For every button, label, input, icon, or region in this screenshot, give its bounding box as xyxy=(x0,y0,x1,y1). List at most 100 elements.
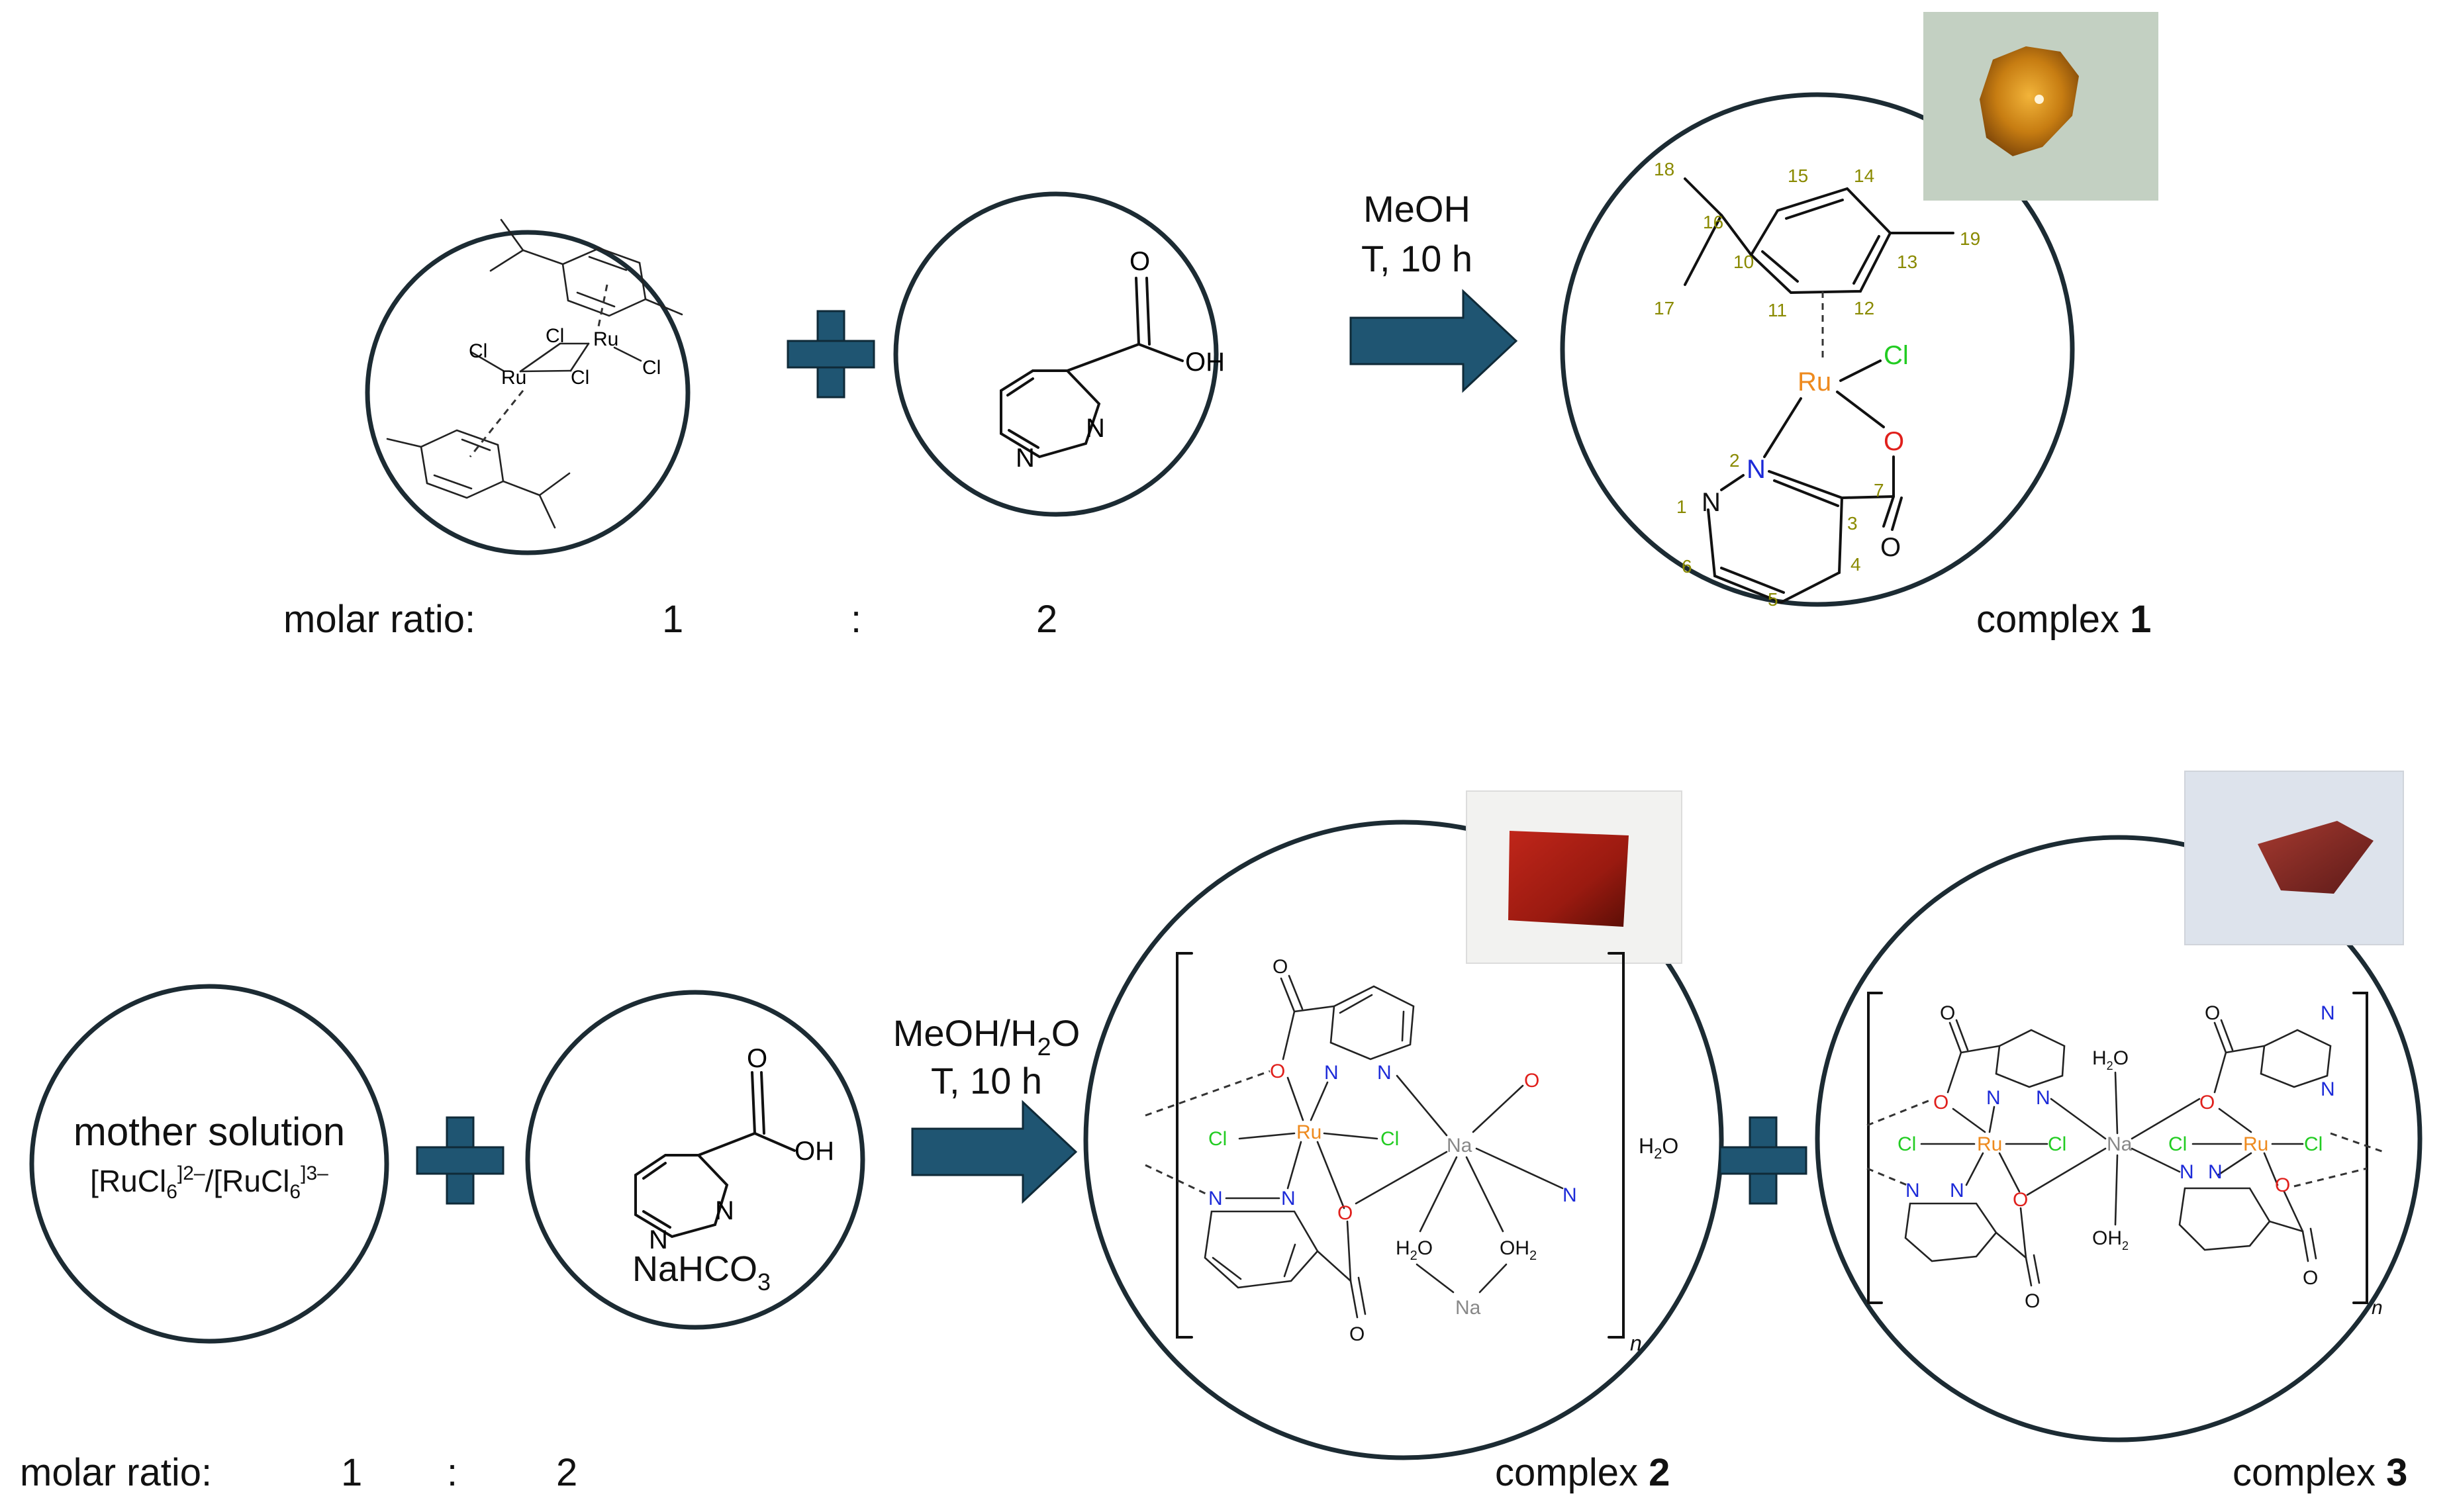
atom-number: 16 xyxy=(1703,212,1723,232)
cl-atom-1: Cl xyxy=(469,340,487,362)
o-atom: O xyxy=(1129,247,1150,276)
o-atom: O xyxy=(1337,1202,1353,1224)
n-atom-2: N xyxy=(1016,444,1035,473)
o-atom: O xyxy=(2205,1002,2220,1024)
polymer-n: n xyxy=(1630,1331,1642,1355)
crystal-3 xyxy=(2258,821,2374,894)
water-ligand: OH2 xyxy=(2092,1227,2129,1252)
oh-group: OH xyxy=(794,1137,834,1166)
condition-time: T, 10 h xyxy=(1361,238,1472,279)
o-atom: O xyxy=(1270,1061,1285,1082)
n-atom: N xyxy=(1562,1184,1577,1206)
benzene-ring-upper xyxy=(561,247,647,317)
ru-atom-2: Ru xyxy=(593,328,618,350)
reaction-arrow: MeOH T, 10 h xyxy=(1349,188,1518,393)
n-atom: N xyxy=(2180,1161,2194,1183)
product-complex-1: Ru Cl O N N O 18 16 10 xyxy=(1560,12,2158,610)
molar-ratio-sep: : xyxy=(447,1451,457,1494)
polymer-bracket-left xyxy=(1176,952,1193,1339)
atom-number: 17 xyxy=(1654,298,1674,318)
reactant-circle xyxy=(365,230,691,555)
na-atom: Na xyxy=(1447,1135,1472,1157)
atom-number: 10 xyxy=(1733,252,1754,272)
na-atom: Na xyxy=(1455,1297,1481,1319)
atom-number: 14 xyxy=(1854,165,1874,186)
cl-atom: Cl xyxy=(2168,1133,2187,1155)
mother-solution-formula: [RuCl6]2–/[RuCl6]3– xyxy=(90,1162,328,1203)
o-atom: O xyxy=(1524,1070,1539,1092)
atom-number: 1 xyxy=(1676,496,1687,517)
reaction-arrow: MeOH/H2O T, 10 h xyxy=(893,1012,1081,1204)
o-atom-2: O xyxy=(1880,533,1901,562)
reactant-circle xyxy=(525,990,865,1330)
oh-group: OH xyxy=(1185,348,1225,377)
o-atom: O xyxy=(747,1044,767,1073)
o-atom: O xyxy=(1933,1092,1948,1113)
atom-number: 11 xyxy=(1768,300,1787,320)
scheme-2: mother solution [RuCl6]2–/[RuCl6]3– O OH… xyxy=(20,771,2423,1494)
water-ligand: H2O xyxy=(1396,1237,1433,1263)
n-atom-2: N xyxy=(649,1225,668,1254)
condition-solvent: MeOH xyxy=(1363,188,1470,230)
o-atom: O xyxy=(2303,1267,2318,1289)
atom-number: 5 xyxy=(1768,589,1778,610)
crystal-2 xyxy=(1508,831,1629,927)
molar-ratio-b: 2 xyxy=(556,1451,577,1494)
o-atom: O xyxy=(2025,1290,2040,1312)
cl-atom: Cl xyxy=(1884,341,1909,370)
polymer-bracket-right xyxy=(1608,952,1625,1339)
pyridazine-ring xyxy=(2178,1187,2271,1251)
molar-ratio-label: molar ratio: xyxy=(283,598,475,641)
na-atom: Na xyxy=(2107,1133,2133,1155)
reactant-circle xyxy=(893,191,1219,517)
pyridazine-ring xyxy=(2260,1029,2332,1088)
reactant-ligand: O OH N N xyxy=(893,191,1225,517)
product-label-1: complex 1 xyxy=(1976,598,2151,641)
crystal-1 xyxy=(1980,46,2079,156)
pyridazine-ring xyxy=(634,1154,729,1239)
reactant-circle xyxy=(29,984,389,1344)
n-atom: N xyxy=(2208,1161,2223,1183)
n-atom: N xyxy=(1905,1180,1920,1202)
condition-solvent: MeOH/H2O xyxy=(893,1012,1081,1061)
plus-icon xyxy=(416,1116,505,1205)
reactant-ligand-base: O OH N N NaHCO3 xyxy=(525,990,865,1330)
atom-number: 6 xyxy=(1682,556,1692,577)
cl-atom-2: Cl xyxy=(546,325,564,347)
mother-solution-label: mother solution xyxy=(73,1110,345,1154)
product-complex-2: n H2O O O N N Ru Cl Cl N xyxy=(1083,790,1724,1494)
cl-atom: Cl xyxy=(2304,1133,2323,1155)
n-atom: N xyxy=(1324,1062,1339,1084)
o-atom: O xyxy=(2013,1189,2028,1211)
n-atom: N xyxy=(1281,1188,1296,1209)
lattice-water: H2O xyxy=(1639,1134,1678,1162)
n-atom: N xyxy=(2036,1087,2050,1109)
pyridazine-ring xyxy=(1904,1202,1997,1262)
n-atom: N xyxy=(1377,1062,1392,1084)
cl-atom: Cl xyxy=(2048,1133,2066,1155)
o-atom: O xyxy=(1940,1002,1955,1024)
cl-atom-4: Cl xyxy=(642,357,661,379)
molar-ratio-b: 2 xyxy=(1036,598,1057,641)
ru-atom: Ru xyxy=(1798,367,1831,397)
atom-number: 19 xyxy=(1960,228,1980,249)
n-atom-1: N xyxy=(715,1196,734,1225)
product-circle xyxy=(1560,92,2075,607)
atom-number: 2 xyxy=(1729,450,1740,471)
polymer-n: n xyxy=(2372,1297,2383,1319)
o-atom: O xyxy=(2275,1174,2290,1196)
product-complex-3: n O O N N Ru Cl Cl N N xyxy=(1815,771,2423,1494)
reactant-ru-dimer: Ru Ru Cl Cl Cl Cl xyxy=(365,218,691,555)
pyridazine-ring-lower xyxy=(1204,1210,1319,1289)
o-atom: O xyxy=(2199,1092,2215,1113)
pyridazine-ring xyxy=(1000,369,1101,459)
o-atom: O xyxy=(1273,956,1288,978)
n-atom: N xyxy=(1986,1087,2001,1109)
scheme-1: Ru Ru Cl Cl Cl Cl O OH N N xyxy=(283,12,2158,641)
ru-atom: Ru xyxy=(2243,1133,2268,1155)
n-atom: N xyxy=(1950,1180,1964,1202)
cl-atom-3: Cl xyxy=(571,367,589,389)
molar-ratio-a: 1 xyxy=(341,1451,362,1494)
plus-icon xyxy=(787,310,875,399)
